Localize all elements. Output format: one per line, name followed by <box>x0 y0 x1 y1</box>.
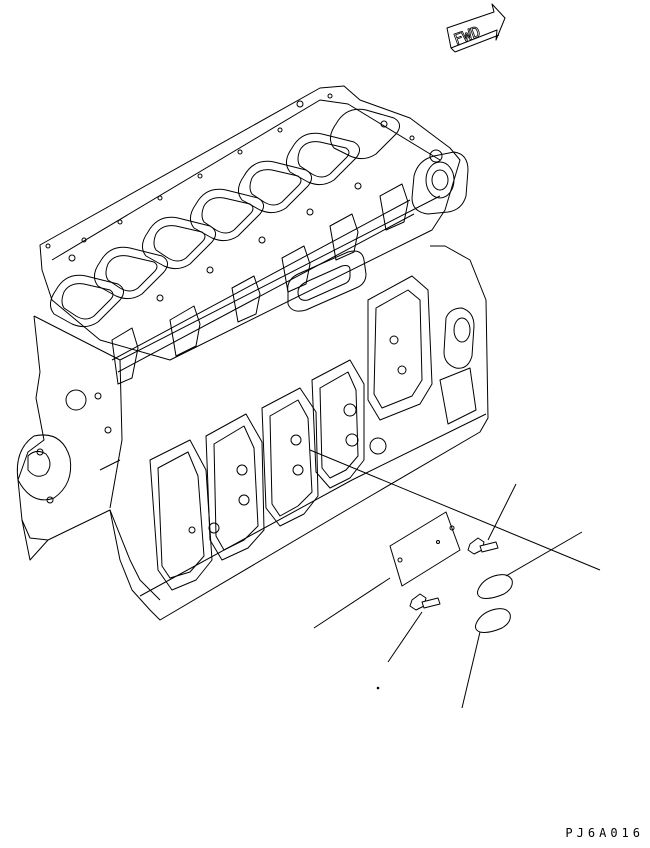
drawing-code: PJ6A016 <box>565 826 644 840</box>
leader-line-gasket-2 <box>462 632 480 708</box>
manifold-flange <box>288 251 366 311</box>
flange-bolt-icon <box>468 484 516 554</box>
fwd-arrow-icon: FWD <box>447 4 505 52</box>
flange-bolt-icon-2 <box>388 594 440 662</box>
block-side-panels <box>150 360 364 590</box>
leader-line-gasket-1 <box>506 532 582 576</box>
gasket-icon <box>476 575 513 633</box>
thermostat-housing <box>412 152 468 214</box>
head-ports <box>50 109 399 326</box>
panel-bosses <box>189 404 386 533</box>
leader-line-plate <box>314 578 390 628</box>
cover-plate-icon <box>390 512 460 586</box>
rocker-arms <box>112 184 414 384</box>
head-bolt-holes <box>46 94 414 301</box>
engine-block-icon <box>17 86 488 620</box>
